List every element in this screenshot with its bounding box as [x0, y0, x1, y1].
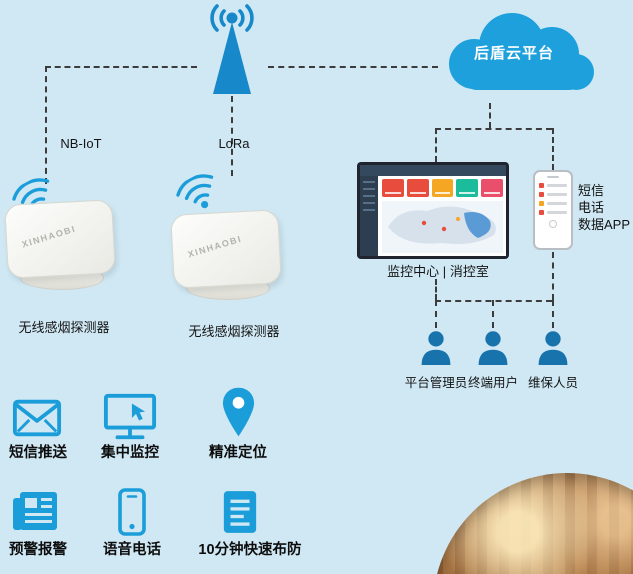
lora-label: LoRa [218, 136, 250, 151]
feature-label-voice-call: 语音电话 [103, 542, 161, 558]
connector-line [435, 279, 437, 300]
detector-body: XINHAOBI [4, 199, 116, 279]
connector-line [489, 103, 491, 128]
feature-label-sms-push: 短信推送 [9, 445, 67, 461]
stat-tile [382, 179, 404, 197]
monitoring-center-label: 监控中心 [387, 264, 440, 279]
cloud-icon [449, 13, 594, 90]
smoke-detector-1: XINHAOBI [4, 199, 118, 290]
dashboard [360, 165, 506, 256]
connector-line [268, 66, 438, 68]
cloud-platform: 后盾云平台 [424, 2, 604, 106]
connector-line [231, 96, 233, 176]
feature-label-precise-location: 精准定位 [209, 445, 267, 461]
role-label-maintainer: 维保人员 [527, 376, 578, 390]
news-icon [13, 492, 57, 530]
stat-tile [481, 179, 503, 197]
connector-line [435, 300, 437, 328]
dashboard-sidebar [360, 176, 378, 256]
stat-tile [456, 179, 479, 197]
feature-label-rapid-deployment: 10分钟快速布防 [198, 542, 302, 558]
app-line-sms: 短信 [578, 183, 605, 198]
role-label-admin: 平台管理员 [404, 376, 468, 390]
voice-phone-icon [118, 488, 146, 536]
feature-label-alarm: 预警报警 [9, 542, 67, 558]
monitoring-label: 监控中心 | 消控室 [363, 261, 513, 280]
antenna-icon [210, 4, 254, 94]
connector-line [492, 300, 494, 328]
pin-icon [222, 387, 255, 437]
connector-line [552, 252, 554, 300]
detector2-label: 无线感烟探测器 [188, 324, 280, 339]
fire-control-room-label: 消控室 [449, 264, 489, 279]
connector-line [45, 66, 47, 184]
monitoring-divider: | [442, 264, 447, 279]
person-icon-maintainer [538, 331, 568, 365]
app-line-app: 数据APP [578, 217, 631, 232]
app-line-phone: 电话 [578, 200, 605, 215]
restaurant-photo [433, 473, 633, 574]
connector-line [45, 66, 197, 68]
detector-brand: XINHAOBI [186, 233, 244, 260]
wifi-icon [176, 174, 214, 209]
detector-body: XINHAOBI [170, 209, 282, 289]
stat-tile [431, 179, 454, 197]
connector-line [552, 128, 554, 170]
stat-tile [406, 179, 429, 197]
connector-line [435, 128, 552, 130]
feature-label-central-monitoring: 集中监控 [101, 445, 159, 461]
dashboard-map [382, 201, 503, 253]
dashboard-header [360, 165, 506, 176]
cloud-label: 后盾云平台 [473, 45, 554, 62]
role-label-user: 终端用户 [467, 376, 518, 390]
detector1-label: 无线感烟探测器 [18, 320, 110, 335]
document-icon [223, 491, 257, 533]
dashboard-stats [382, 179, 503, 197]
person-icon-admin [421, 331, 451, 365]
app-phone [533, 170, 573, 250]
phone-home-button [549, 220, 557, 228]
person-icon-user [478, 331, 508, 365]
phone-speaker [547, 176, 559, 178]
connector-line [435, 128, 437, 162]
monitor-icon [103, 393, 157, 440]
smoke-detector-2: XINHAOBI [170, 209, 284, 300]
monitor-screen [357, 162, 509, 259]
detector-brand: XINHAOBI [20, 223, 78, 250]
app-channels-text: 短信 电话 数据APP [578, 182, 630, 233]
mail-icon [12, 399, 62, 437]
nbiot-label: NB-IoT [60, 136, 102, 151]
connector-line [552, 300, 554, 328]
